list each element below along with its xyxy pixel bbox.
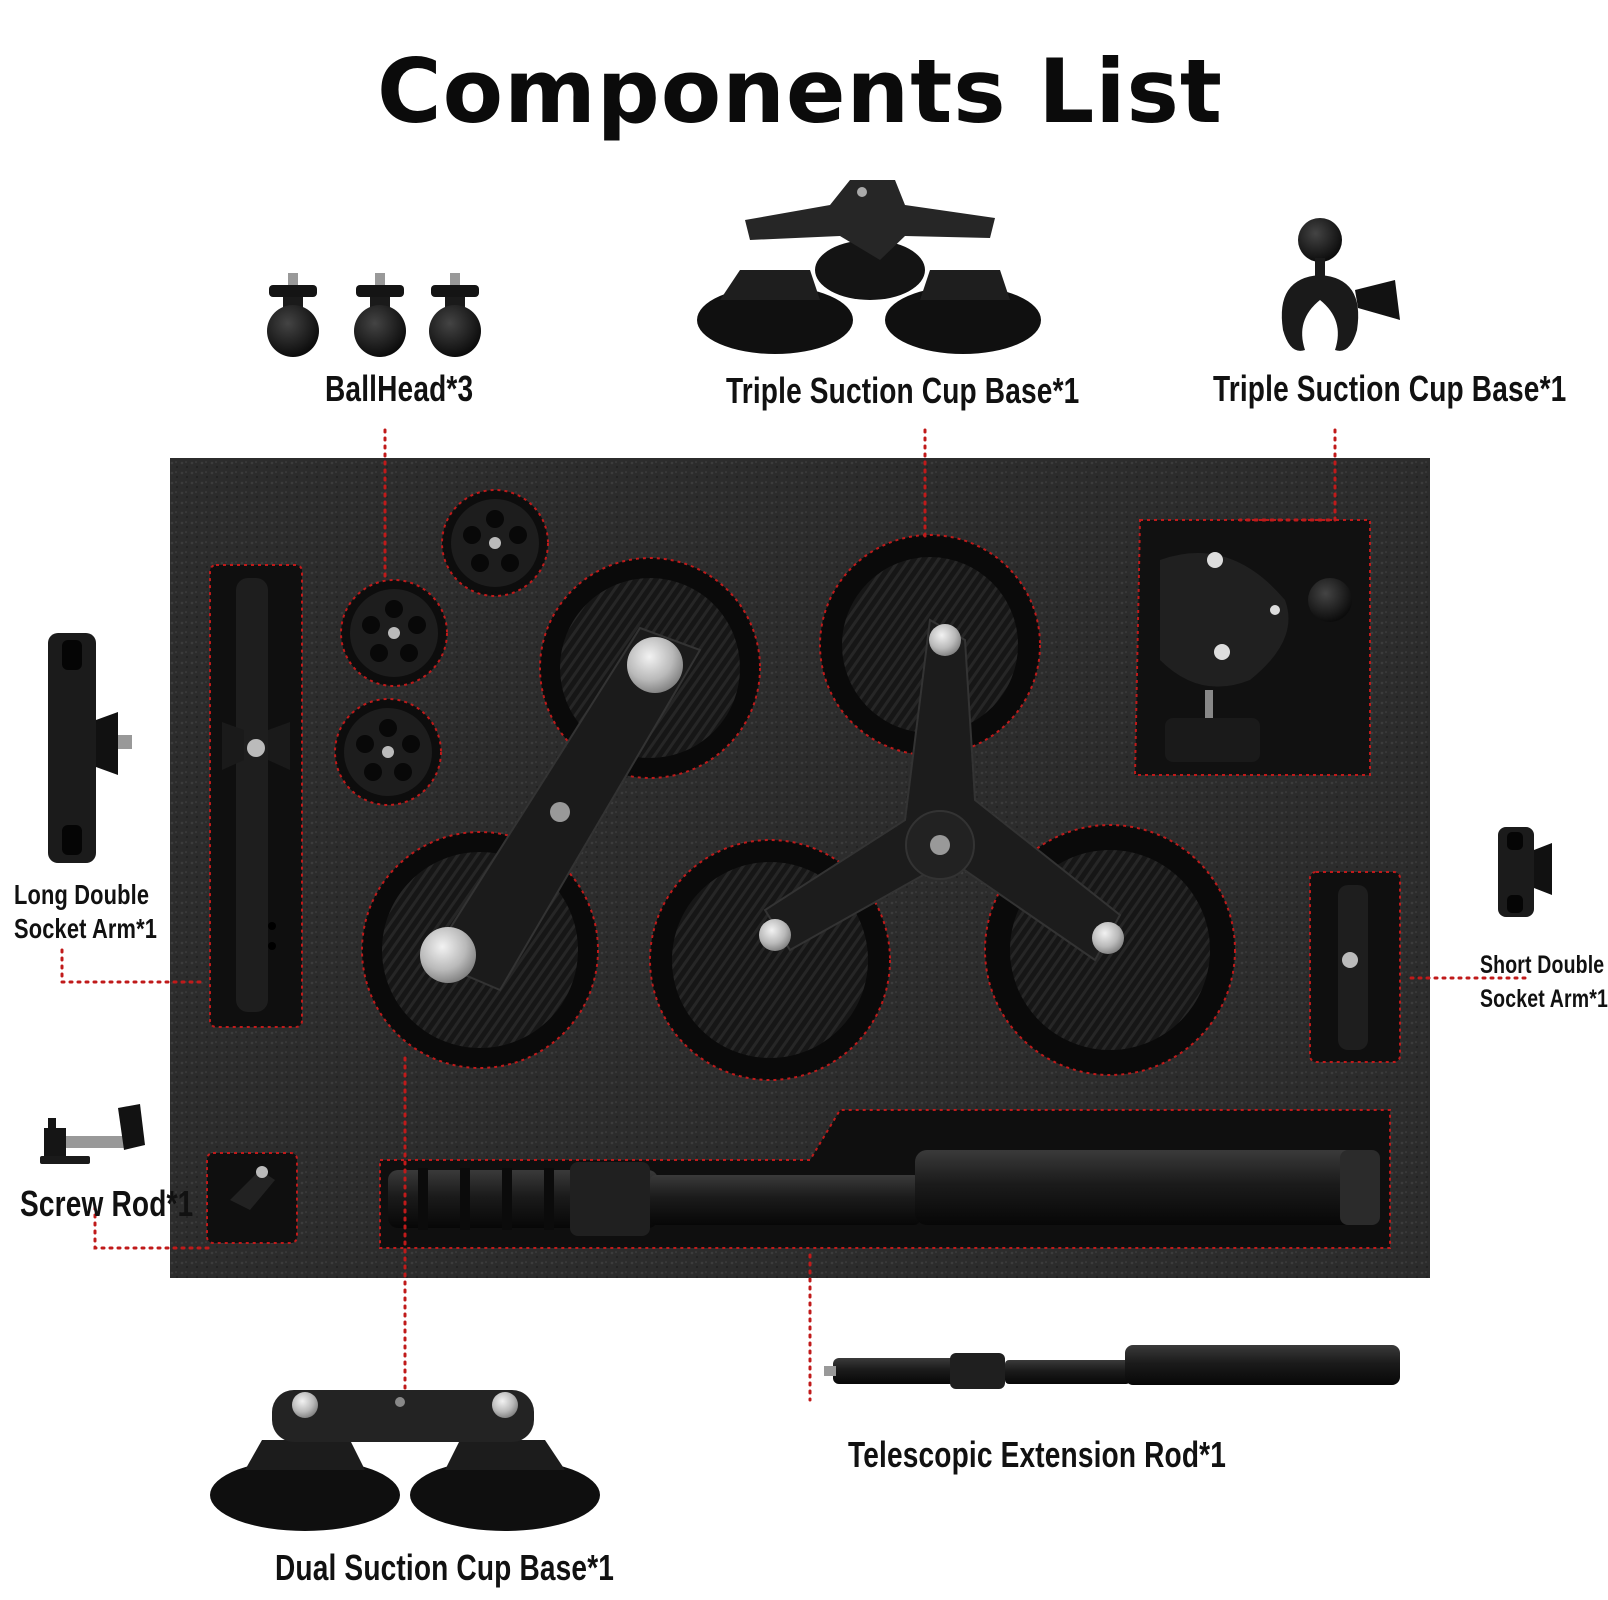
ballhead-pockets xyxy=(334,489,549,806)
label-extension-rod: Telescopic Extension Rod*1 xyxy=(848,1434,1227,1475)
long-arm-pocket xyxy=(209,564,303,1028)
screw-rod-pocket xyxy=(206,1152,298,1244)
clamp-pocket xyxy=(1133,519,1371,776)
leader-lines xyxy=(60,428,1527,1402)
triple-base-image xyxy=(697,180,1041,354)
triple-base-pocket xyxy=(649,534,1236,1081)
label-screw-rod: Screw Rod*1 xyxy=(20,1183,194,1224)
label-long-arm-line1: Long Double xyxy=(14,879,150,910)
label-long-arm-line2: Socket Arm*1 xyxy=(14,913,158,944)
dual-base-pocket xyxy=(361,557,761,1069)
long-arm-image xyxy=(48,633,132,863)
short-arm-image xyxy=(1498,827,1552,917)
label-triple-base-top: Triple Suction Cup Base*1 xyxy=(726,370,1080,411)
label-long-arm: Long Double Socket Arm*1 xyxy=(14,878,157,946)
extension-rod-image xyxy=(824,1345,1400,1389)
rod-pocket xyxy=(379,1109,1391,1249)
label-ballhead: BallHead*3 xyxy=(325,368,474,409)
label-dual-base: Dual Suction Cup Base*1 xyxy=(275,1547,615,1588)
screw-rod-image xyxy=(40,1104,145,1164)
label-short-arm-line1: Short Double xyxy=(1480,951,1605,979)
clamp-image xyxy=(1281,218,1400,351)
dual-base-image xyxy=(210,1390,600,1531)
ballhead-image xyxy=(267,273,481,357)
page-title: Components List xyxy=(377,40,1223,143)
label-triple-base-right: Triple Suction Cup Base*1 xyxy=(1213,368,1567,409)
label-short-arm-line2: Socket Arm*1 xyxy=(1480,985,1608,1013)
short-arm-pocket xyxy=(1309,871,1401,1063)
label-short-arm: Short Double Socket Arm*1 xyxy=(1480,948,1608,1016)
